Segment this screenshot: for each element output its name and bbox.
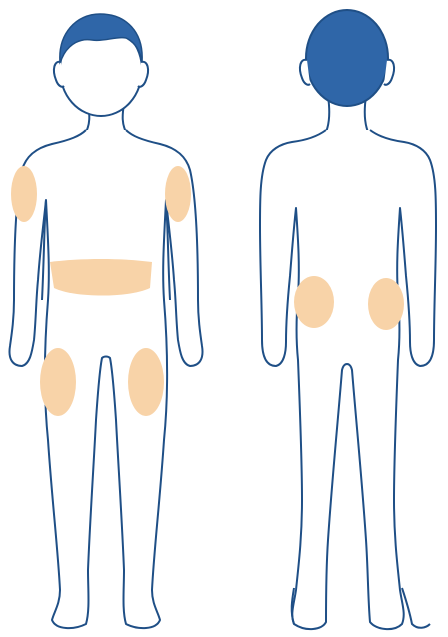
zone-right-thigh [128, 348, 164, 416]
back-body-outline [260, 130, 436, 629]
zone-right-buttock [368, 278, 404, 330]
zone-left-buttock [294, 276, 334, 328]
zone-left-thigh [40, 348, 76, 416]
back-figure [260, 10, 436, 629]
zone-left-upper-arm [11, 166, 37, 222]
back-right-foot [402, 588, 430, 628]
back-head [306, 10, 388, 106]
zone-abdomen [50, 259, 152, 296]
zone-right-upper-arm [165, 166, 191, 222]
front-figure [10, 14, 203, 628]
